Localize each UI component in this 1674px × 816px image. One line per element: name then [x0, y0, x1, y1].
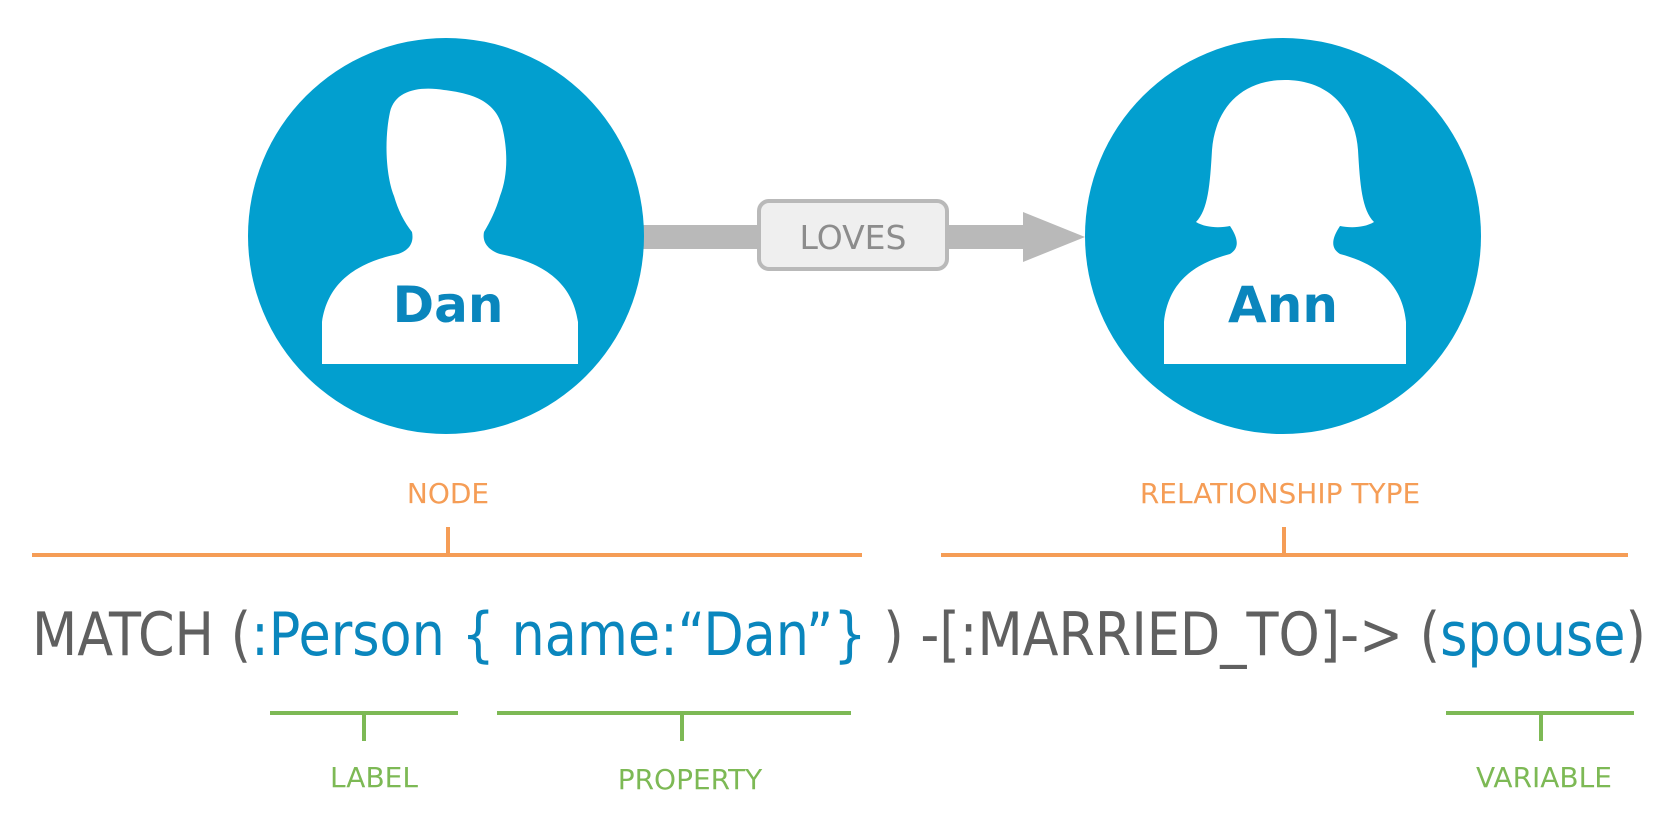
arrow-right-icon [1023, 212, 1085, 262]
query-close-paren-2: ) [1626, 600, 1646, 670]
annotation-label: VARIABLE [1476, 761, 1612, 794]
query-label: :Person [251, 600, 445, 670]
cypher-query: MATCH (:Person { name:“Dan”} ) -[:MARRIE… [32, 600, 1646, 670]
annotation-label: LABEL [330, 761, 418, 794]
query-close-paren: ) [883, 600, 903, 670]
query-open-paren-2: ( [1420, 600, 1440, 670]
annotation-label: NODE [407, 477, 489, 510]
annotation-label: PROPERTY [618, 763, 763, 796]
annotation-label: RELATIONSHIP TYPE [1140, 477, 1420, 510]
query-variable: spouse [1440, 600, 1625, 670]
node-ann: Ann [1085, 38, 1481, 434]
annotation-relationship-type: RELATIONSHIP TYPE [941, 477, 1628, 557]
node-name: Ann [1228, 276, 1338, 334]
relationship-box [757, 199, 949, 271]
annotation-variable: VARIABLE [1446, 711, 1634, 794]
query-property: { name:“Dan”} [462, 600, 867, 670]
query-open-paren: ( [231, 600, 251, 670]
node-dan: Dan [248, 38, 644, 434]
male-silhouette-icon [322, 88, 578, 364]
node-name: Dan [393, 276, 504, 334]
annotation-node: NODE [32, 477, 862, 557]
annotation-label-bracket: LABEL [270, 711, 458, 794]
query-match: MATCH [32, 600, 214, 670]
relationship-arrow: LOVES [638, 199, 1085, 271]
female-silhouette-icon [1164, 80, 1406, 364]
query-relationship: -[:MARRIED_TO]-> [920, 600, 1403, 670]
relationship-label: LOVES [800, 218, 907, 257]
annotation-property: PROPERTY [497, 711, 851, 796]
